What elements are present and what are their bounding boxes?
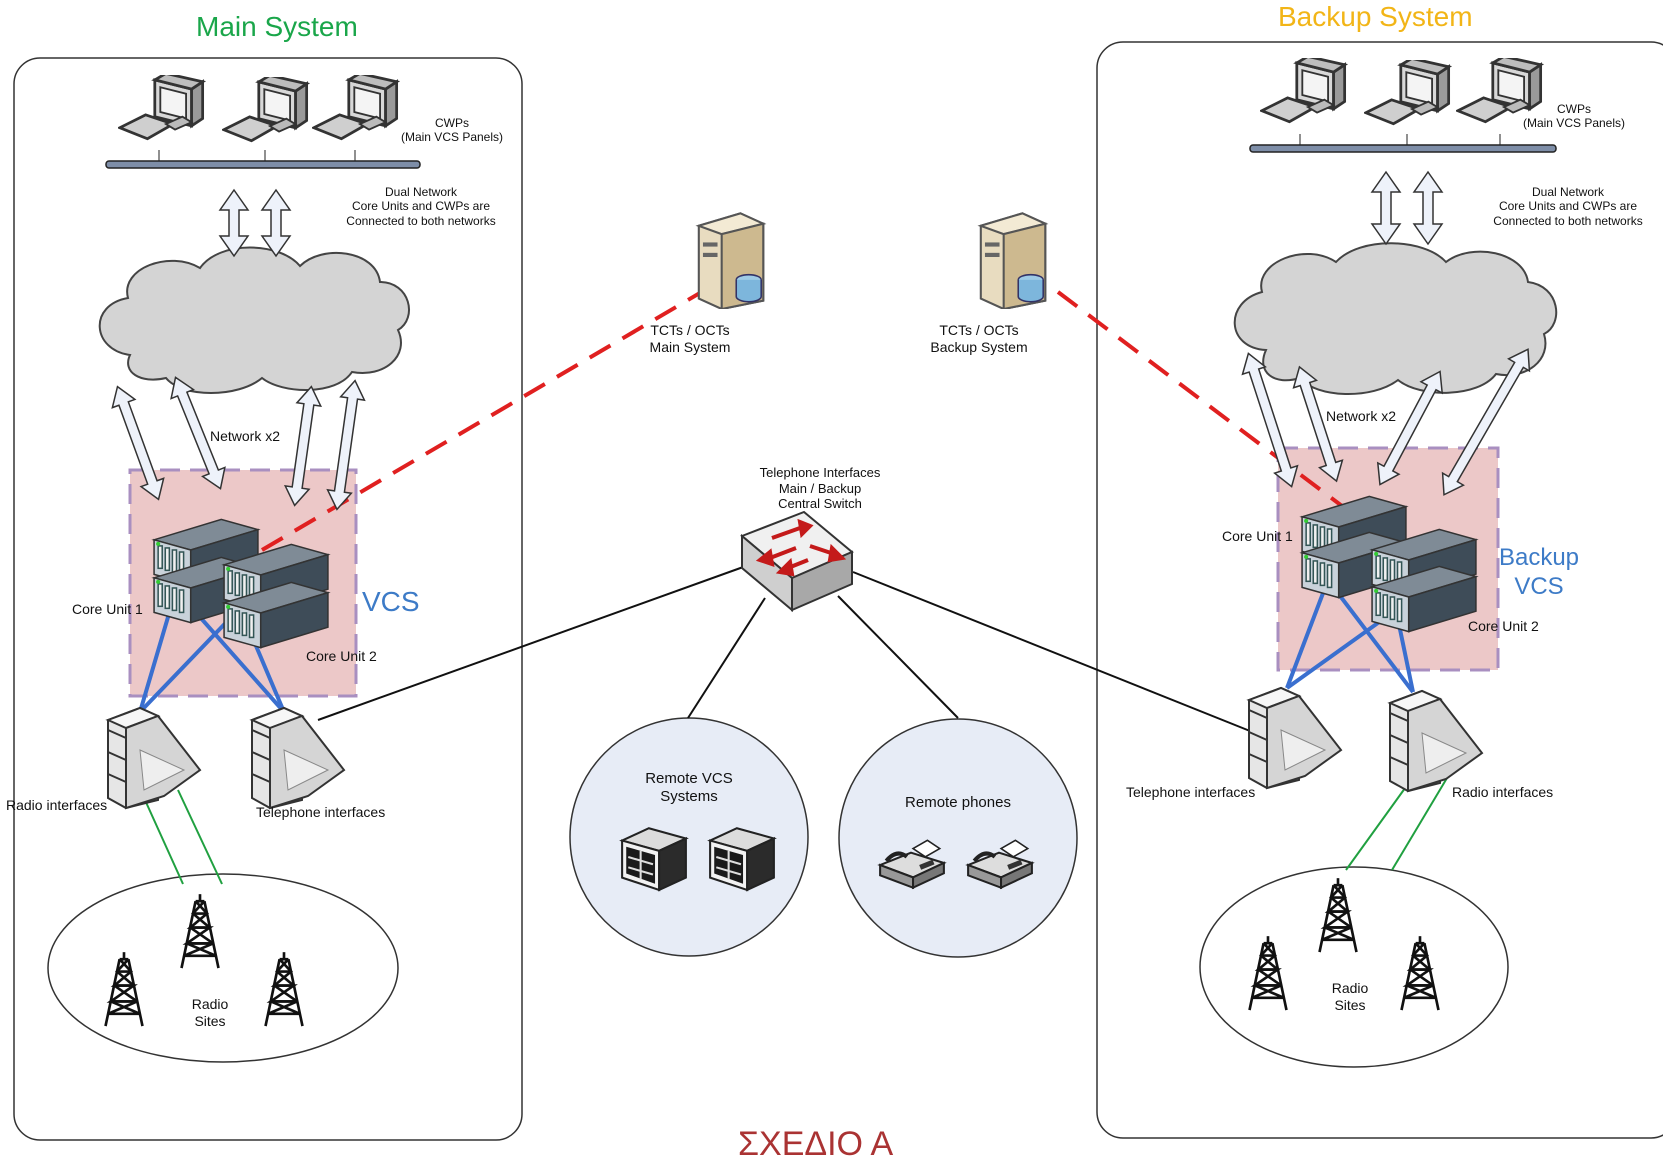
main-cwp-bus: [105, 150, 421, 169]
backup-network-arrows: [1370, 170, 1444, 246]
workstation-icon: [118, 75, 205, 141]
backup-network-cloud: [1233, 242, 1558, 396]
telephone-links: [317, 565, 1256, 734]
tct-backup-server-icon: [979, 212, 1047, 309]
backup-telephone-interfaces-label: Telephone interfaces: [1126, 784, 1256, 800]
remote-vcs-box-icon: [709, 827, 775, 891]
backup-system-title: Backup System: [1278, 1, 1473, 32]
main-dual-network-label: Dual Network Core Units and CWPs are Con…: [346, 185, 496, 228]
remote-vcs-box-icon: [621, 827, 687, 891]
main-radio-sites-area: [47, 873, 399, 1063]
main-radio-sites-label: Radio Sites: [191, 996, 229, 1029]
main-cwp-workstations: [118, 75, 399, 143]
backup-telephone-interface-icon: [1248, 687, 1342, 789]
workstation-icon: [1364, 60, 1451, 126]
main-vcs-label: VCS: [362, 586, 420, 617]
backup-cwp-bus: [1249, 134, 1557, 153]
tct-main-server-icon: [697, 212, 765, 309]
workstation-icon: [222, 77, 309, 143]
main-system-title: Main System: [196, 11, 358, 42]
central-switch-icon: [740, 510, 854, 613]
tct-main-label: TCTs / OCTs Main System: [649, 322, 731, 355]
central-switch-label: Telephone Interfaces Main / Backup Centr…: [759, 465, 881, 512]
footer-title: ΣΧΕΔΙΟ Α: [738, 1125, 894, 1163]
backup-core-arrows: [1241, 348, 1531, 496]
backup-cwps-label: CWPs (Main VCS Panels): [1522, 102, 1626, 131]
main-core-unit-1-label: Core Unit 1: [72, 601, 143, 617]
main-cwps-label: CWPs (Main VCS Panels): [400, 116, 504, 145]
backup-cwp-workstations: [1260, 58, 1543, 126]
main-core-unit-2-label: Core Unit 2: [306, 648, 377, 664]
backup-system-box: [1096, 41, 1663, 1139]
main-core-arrows: [111, 376, 366, 511]
radio-links: [144, 777, 1448, 885]
main-telephone-interfaces-label: Telephone interfaces: [256, 804, 386, 820]
main-telephone-interface-icon: [251, 707, 345, 809]
remote-vcs-circle: [569, 717, 809, 957]
backup-dual-network-label: Dual Network Core Units and CWPs are Con…: [1493, 185, 1643, 228]
backup-radio-interface-icon: [1389, 690, 1483, 792]
remote-phones-circle: [838, 718, 1078, 958]
backup-vcs-label: Backup VCS: [1498, 544, 1580, 600]
main-system-box: [13, 57, 523, 1141]
workstation-icon: [312, 75, 399, 141]
backup-core-unit-1-label: Core Unit 1: [1222, 528, 1293, 544]
tct-backup-label: TCTs / OCTs Backup System: [930, 322, 1028, 355]
backup-radio-sites-area: [1199, 866, 1509, 1068]
main-radio-interface-icon: [107, 707, 201, 809]
remote-phones-label: Remote phones: [905, 794, 1011, 811]
main-network-label: Network x2: [210, 428, 281, 444]
remote-vcs-label: Remote VCS Systems: [645, 770, 733, 805]
workstation-icon: [1260, 58, 1347, 124]
backup-core-unit-2: [1371, 528, 1477, 633]
main-network-arrows: [218, 188, 292, 258]
main-core-unit-2: [223, 543, 329, 649]
backup-radio-sites-label: Radio Sites: [1331, 980, 1369, 1013]
backup-core-unit-2-label: Core Unit 2: [1468, 618, 1539, 634]
backup-radio-interfaces-label: Radio interfaces: [1452, 784, 1554, 800]
backup-network-label: Network x2: [1326, 408, 1397, 424]
main-radio-interfaces-label: Radio interfaces: [6, 797, 108, 813]
main-network-cloud: [98, 246, 410, 394]
